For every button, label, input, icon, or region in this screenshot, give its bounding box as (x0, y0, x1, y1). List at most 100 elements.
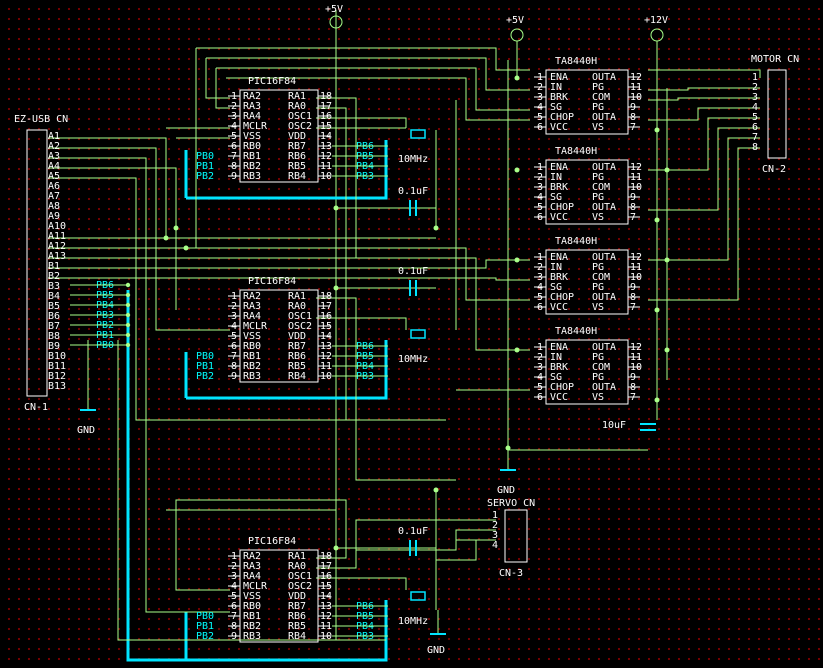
signal-label: PB1 (196, 621, 214, 632)
pin-number: 3 (537, 92, 543, 103)
svg-text:10uF: 10uF (602, 420, 626, 431)
pin-name: RA0 (288, 561, 306, 572)
pin-name: COM (592, 182, 610, 193)
pin-name: RB3 (243, 631, 261, 642)
servo-pin-label: 3 (492, 530, 498, 541)
pin-name: RB4 (288, 171, 306, 182)
pin-number: 17 (320, 301, 332, 312)
pin-number: 8 (630, 112, 636, 123)
pin-name: RA0 (288, 301, 306, 312)
pin-name: SG (550, 372, 562, 383)
pin-name: RB3 (243, 171, 261, 182)
pin-name: PG (592, 262, 604, 273)
svg-text:+5V: +5V (325, 4, 343, 15)
ezusb-pin-label: B12 (48, 371, 66, 382)
pin-name: RA2 (243, 91, 261, 102)
pin-number: 4 (537, 102, 543, 113)
pin-name: CHOP (550, 112, 574, 123)
pin-number: 5 (537, 292, 543, 303)
ezusb-pin-label: A2 (48, 141, 60, 152)
pin-number: 8 (231, 361, 237, 372)
pin-number: 15 (320, 321, 332, 332)
pin-name: CHOP (550, 202, 574, 213)
pin-number: 12 (320, 611, 332, 622)
pin-name: RB5 (288, 361, 306, 372)
pin-name: OUTA (592, 202, 616, 213)
pin-number: 10 (320, 171, 332, 182)
pin-name: RA4 (243, 111, 261, 122)
chip-name: TA8440H (555, 56, 597, 67)
pin-name: IN (550, 82, 562, 93)
pin-name: RB2 (243, 621, 261, 632)
pin-name: IN (550, 262, 562, 273)
ezusb-pin-label: B1 (48, 261, 60, 272)
pin-name: ENA (550, 72, 568, 83)
pin-number: 6 (537, 392, 543, 403)
pin-number: 7 (630, 392, 636, 403)
pin-name: IN (550, 352, 562, 363)
pin-name: RB1 (243, 611, 261, 622)
pin-number: 7 (231, 151, 237, 162)
pin-name: PG (592, 172, 604, 183)
ezusb-pin-label: A13 (48, 251, 66, 262)
data-bus (126, 140, 388, 662)
pin-number: 1 (537, 72, 543, 83)
pin-number: 2 (231, 301, 237, 312)
pin-number: 3 (231, 571, 237, 582)
pin-number: 2 (537, 262, 543, 273)
pin-name: RB7 (288, 341, 306, 352)
pin-name: RA3 (243, 101, 261, 112)
svg-text:0.1uF: 0.1uF (398, 526, 428, 537)
pin-number: 5 (231, 131, 237, 142)
pin-name: VCC (550, 212, 568, 223)
pin-number: 6 (537, 212, 543, 223)
pin-number: 1 (231, 551, 237, 562)
pin-name: SG (550, 102, 562, 113)
ezusb-pin-label: A6 (48, 181, 60, 192)
pin-name: RB4 (288, 631, 306, 642)
signal-label: PB1 (196, 361, 214, 372)
pin-number: 5 (537, 112, 543, 123)
svg-text:10MHz: 10MHz (398, 154, 428, 165)
pin-number: 10 (320, 631, 332, 642)
pin-name: RB1 (243, 351, 261, 362)
pin-name: VDD (288, 131, 306, 142)
capacitor-3: 0.1uF (398, 526, 428, 556)
pin-name: OUTA (592, 252, 616, 263)
pin-name: MCLR (243, 321, 268, 332)
pin-name: RB6 (288, 611, 306, 622)
pin-number: 13 (320, 141, 332, 152)
pin-number: 2 (537, 172, 543, 183)
wiring (48, 41, 761, 641)
pin-number: 11 (630, 82, 642, 93)
chip-name: TA8440H (555, 326, 597, 337)
pin-number: 3 (231, 311, 237, 322)
pin-name: MCLR (243, 121, 268, 132)
pin-number: 8 (630, 202, 636, 213)
capacitor-2: 0.1uF (398, 266, 428, 296)
pin-name: OUTA (592, 292, 616, 303)
svg-text:10MHz: 10MHz (398, 616, 428, 627)
svg-text:0.1uF: 0.1uF (398, 266, 428, 277)
pin-name: RB4 (288, 371, 306, 382)
ezusb-pin-label: B7 (48, 321, 60, 332)
pin-name: SG (550, 192, 562, 203)
pin-number: 2 (537, 352, 543, 363)
pin-number: 2 (231, 101, 237, 112)
pin-number: 4 (231, 121, 237, 132)
ezusb-pin-label: B2 (48, 271, 60, 282)
pin-number: 8 (630, 382, 636, 393)
pin-number: 14 (320, 331, 332, 342)
junction-dots (163, 75, 670, 551)
pin-name: RA4 (243, 311, 261, 322)
ezusb-pin-label: A8 (48, 201, 60, 212)
ground-symbol-center: GND (497, 420, 516, 496)
pin-name: RA1 (288, 91, 306, 102)
pin-number: 9 (630, 192, 636, 203)
pin-name: OUTA (592, 112, 616, 123)
pin-name: BRK (550, 272, 568, 283)
pin-name: RA3 (243, 561, 261, 572)
